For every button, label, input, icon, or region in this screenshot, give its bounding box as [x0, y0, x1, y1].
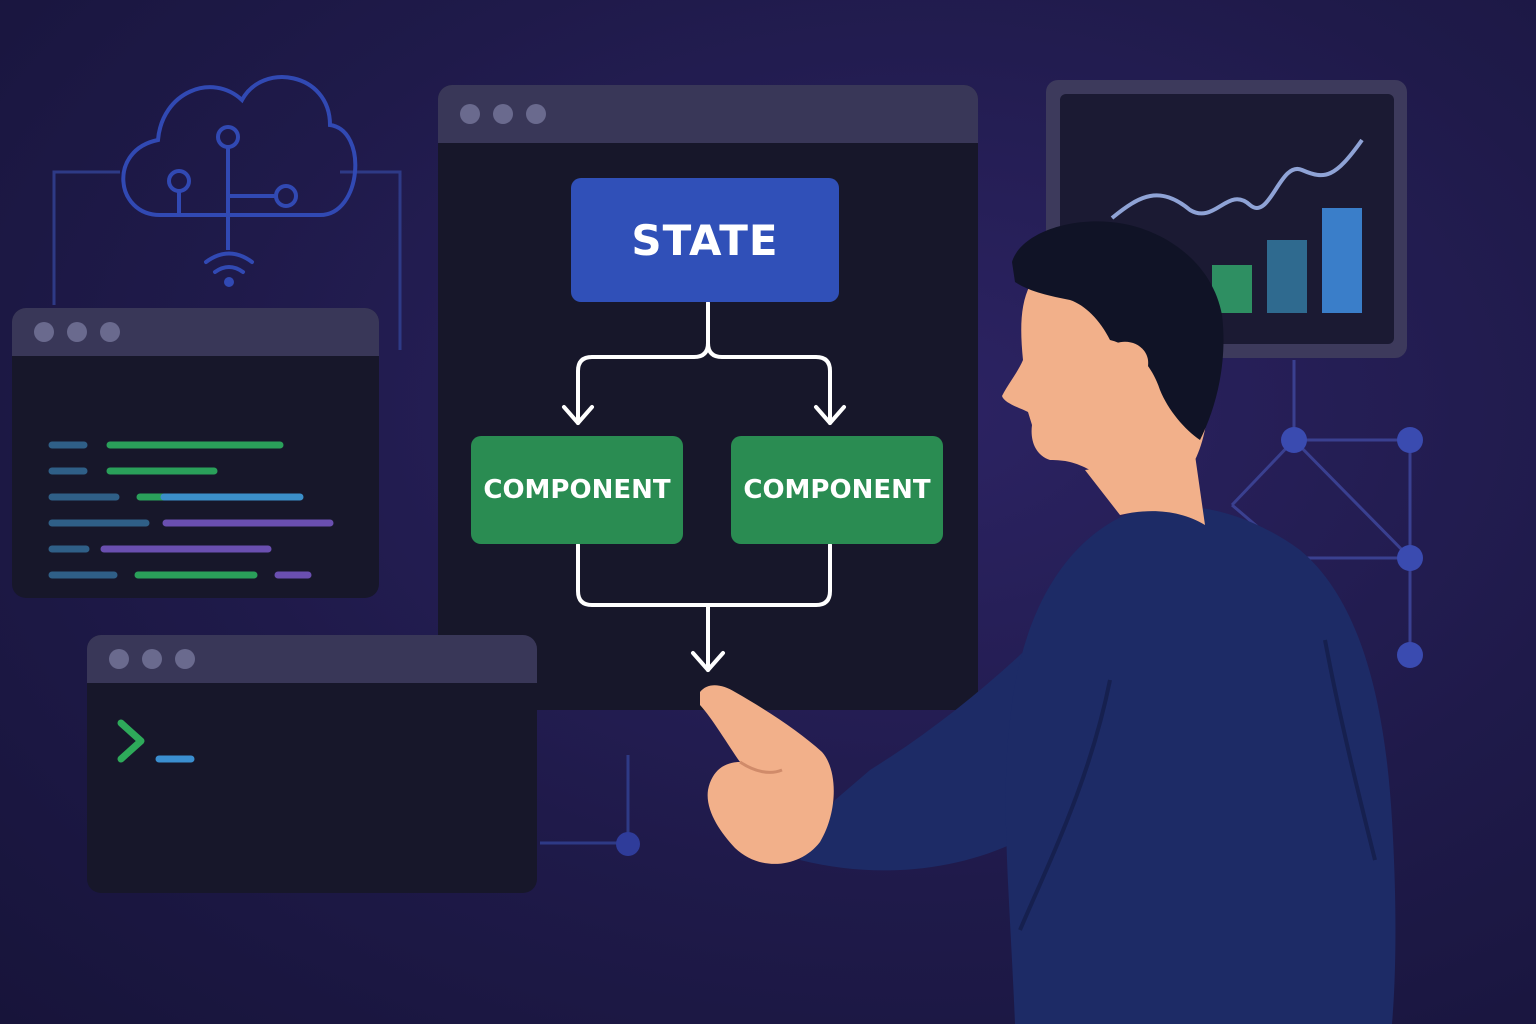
state-node[interactable]: STATE: [571, 178, 839, 302]
person-hair: [1012, 221, 1224, 440]
component-node-right[interactable]: COMPONENT: [731, 436, 943, 544]
circuit-node: [616, 832, 640, 856]
chart-bar: [1267, 240, 1307, 313]
chart-line: [1110, 138, 1364, 220]
window-control[interactable]: [460, 104, 480, 124]
diagram-connectors: [562, 301, 846, 672]
terminal-window: [87, 635, 537, 893]
window-control[interactable]: [493, 104, 513, 124]
window-control[interactable]: [100, 322, 120, 342]
window-control[interactable]: [67, 322, 87, 342]
code-window-titlebar: [12, 308, 379, 356]
window-control[interactable]: [142, 649, 162, 669]
wifi-icon: [204, 251, 254, 287]
terminal-prompt-icon: [117, 719, 195, 763]
chart-bar: [1322, 208, 1362, 313]
person-sweater: [1005, 506, 1396, 1024]
diagram-window-titlebar: [438, 85, 978, 143]
cloud-icon: [121, 75, 358, 250]
window-control[interactable]: [34, 322, 54, 342]
code-window: [12, 308, 379, 598]
code-lines-icon: [48, 441, 334, 579]
terminal-window-titlebar: [87, 635, 537, 683]
window-control[interactable]: [175, 649, 195, 669]
component-node-left[interactable]: COMPONENT: [471, 436, 683, 544]
window-control[interactable]: [526, 104, 546, 124]
window-control[interactable]: [109, 649, 129, 669]
diagram-window: STATE COMPONENT COMPONENT: [438, 85, 978, 710]
person-hand: [700, 685, 834, 864]
